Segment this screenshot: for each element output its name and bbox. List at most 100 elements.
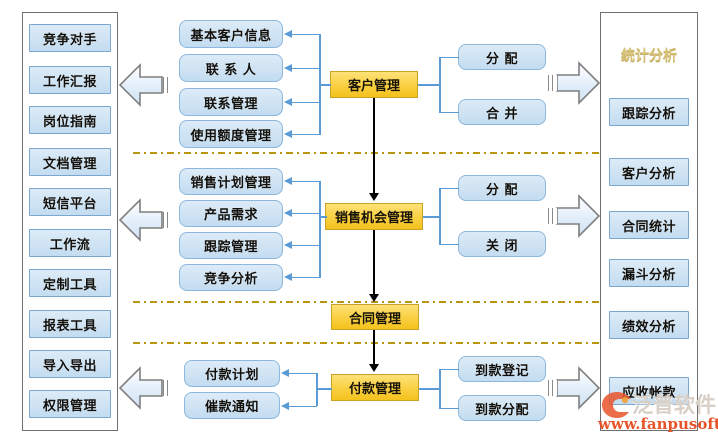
feature-box-customer-2[interactable]: 联系管理: [179, 88, 283, 116]
left-panel-item-3[interactable]: 文档管理: [29, 148, 111, 176]
module-box-customer[interactable]: 客户管理: [330, 71, 418, 98]
connector-arrowhead-icon: [284, 129, 292, 138]
left-panel-item-5[interactable]: 工作流: [29, 229, 111, 257]
action-box-payment-1[interactable]: 到款分配: [458, 395, 546, 421]
arrow-pleat: [552, 380, 557, 396]
separator-line-3: [133, 342, 611, 344]
left-panel-item-2[interactable]: 岗位指南: [29, 106, 111, 134]
export-arrow-right-3: [555, 364, 601, 412]
right-panel-item-5[interactable]: 应收帐款: [609, 377, 689, 405]
connector-arrowhead-icon: [284, 208, 292, 217]
left-panel-item-label: 导入导出: [42, 358, 97, 374]
connector-module-in: [319, 84, 331, 86]
left-panel-item-7[interactable]: 报表工具: [29, 310, 111, 338]
feature-label: 基本客户信息: [190, 28, 272, 44]
action-box-customer-1[interactable]: 合 并: [458, 99, 546, 125]
connector-arrowhead-icon: [284, 272, 292, 281]
arrow-pleat: [167, 380, 172, 396]
module-label: 客户管理: [347, 79, 400, 94]
connector-branch: [292, 276, 320, 278]
right-panel-item-label: 应收帐款: [621, 385, 676, 401]
connector-arrowhead-icon: [281, 368, 289, 377]
left-panel-item-1[interactable]: 工作汇报: [29, 66, 111, 94]
connector-branch: [292, 212, 320, 214]
left-panel-item-6[interactable]: 定制工具: [29, 269, 111, 297]
left-panel-item-label: 竞争对手: [42, 32, 97, 48]
export-arrow-left-1: [118, 61, 164, 109]
feature-label: 销售计划管理: [190, 176, 272, 191]
connector-arrowhead-icon: [284, 97, 292, 106]
left-panel-item-label: 报表工具: [42, 318, 97, 334]
feature-box-customer-0[interactable]: 基本客户信息: [179, 20, 283, 48]
module-box-payment[interactable]: 付款管理: [331, 374, 419, 401]
arrow-pleat: [167, 212, 172, 228]
connector-trunk: [316, 373, 318, 406]
action-box-opportunity-0[interactable]: 分 配: [458, 175, 546, 201]
module-label: 合同管理: [348, 311, 401, 327]
left-panel-item-4[interactable]: 短信平台: [29, 188, 111, 216]
arrow-pleat: [548, 208, 553, 224]
right-panel-item-3[interactable]: 漏斗分析: [609, 259, 689, 287]
left-panel-item-label: 工作汇报: [42, 74, 97, 90]
feature-box-opportunity-3[interactable]: 竞争分析: [179, 264, 283, 291]
arrow-pleat: [548, 75, 553, 91]
connector-arrowhead-icon: [284, 176, 292, 185]
left-panel-item-8[interactable]: 导入导出: [29, 350, 111, 378]
flow-arrow-customer-to-opportunity: [373, 98, 375, 194]
connector-branch: [292, 101, 320, 103]
connector-trunk: [439, 369, 441, 408]
flow-arrow-opportunity-to-contract: [373, 230, 375, 295]
export-arrow-right-2: [555, 192, 601, 240]
export-arrow-left-2: [118, 196, 164, 244]
right-panel-item-label: 跟踪分析: [621, 106, 676, 122]
connector-branch: [439, 187, 459, 189]
arrow-pleat: [167, 77, 172, 93]
left-panel-item-9[interactable]: 权限管理: [29, 390, 111, 418]
action-box-customer-0[interactable]: 分 配: [458, 44, 546, 70]
flow-arrow-contract-to-payment: [373, 330, 375, 365]
connector-trunk: [319, 181, 321, 278]
connector-arrowhead-icon: [284, 63, 292, 72]
feature-box-payment-1[interactable]: 催款通知: [184, 392, 280, 419]
feature-label: 竞争分析: [203, 272, 258, 287]
action-box-payment-0[interactable]: 到款登记: [458, 356, 546, 382]
feature-label: 联 系 人: [205, 62, 257, 78]
feature-box-customer-3[interactable]: 使用额度管理: [179, 120, 283, 148]
right-panel-item-2[interactable]: 合同统计: [609, 211, 689, 239]
arrow-pleat: [552, 208, 557, 224]
action-box-opportunity-1[interactable]: 关 闭: [458, 231, 546, 257]
connector-branch: [292, 180, 320, 182]
flow-arrowhead-icon: [369, 364, 379, 372]
connector-arrowhead-icon: [281, 401, 289, 410]
feature-label: 产品需求: [203, 208, 258, 223]
connector-arrowhead-icon: [284, 240, 292, 249]
feature-box-opportunity-2[interactable]: 跟踪管理: [179, 232, 283, 259]
module-box-contract[interactable]: 合同管理: [331, 304, 419, 330]
connector-branch: [289, 372, 317, 374]
feature-box-opportunity-0[interactable]: 销售计划管理: [179, 168, 283, 195]
left-panel-item-label: 文档管理: [42, 156, 97, 172]
feature-box-opportunity-1[interactable]: 产品需求: [179, 200, 283, 227]
export-arrow-right-1: [555, 59, 601, 107]
action-label: 合 并: [485, 106, 519, 122]
feature-box-payment-0[interactable]: 付款计划: [184, 360, 280, 387]
left-panel-item-0[interactable]: 竞争对手: [29, 24, 111, 52]
right-panel-item-0[interactable]: 跟踪分析: [609, 98, 689, 126]
right-panel-item-1[interactable]: 客户分析: [609, 158, 689, 186]
connector-branch: [292, 33, 320, 35]
module-box-opportunity[interactable]: 销售机会管理: [325, 203, 423, 230]
arrow-pleat: [163, 380, 168, 396]
left-panel-item-label: 短信平台: [42, 196, 97, 212]
feature-box-customer-1[interactable]: 联 系 人: [179, 54, 283, 82]
connector-branch: [292, 133, 320, 135]
feature-label: 跟踪管理: [203, 240, 258, 255]
arrow-pleat: [163, 212, 168, 228]
right-panel-item-4[interactable]: 绩效分析: [609, 311, 689, 339]
left-panel-item-label: 定制工具: [42, 277, 97, 293]
right-panel-item-label: 合同统计: [621, 219, 676, 235]
right-panel-title: 统计分析: [621, 48, 677, 64]
connector-module-out: [418, 84, 440, 86]
left-panel-item-label: 工作流: [49, 237, 91, 253]
feature-label: 联系管理: [203, 96, 258, 112]
